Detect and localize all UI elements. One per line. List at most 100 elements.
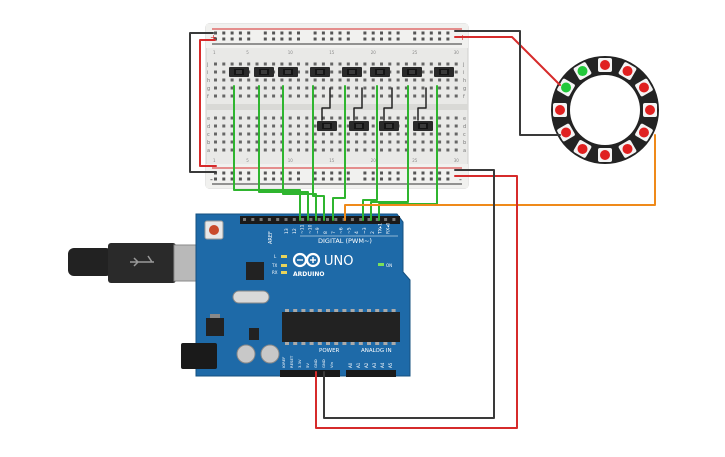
jumper-wire[interactable]: [417, 87, 427, 121]
pushbutton[interactable]: [349, 121, 369, 131]
arduino-gnd-wire[interactable]: [323, 169, 495, 419]
button-wire[interactable]: [282, 85, 317, 221]
hole: [421, 70, 425, 74]
row-letter: g: [207, 86, 210, 92]
bottom-rail-holes: [214, 171, 450, 181]
rail-hole: [263, 37, 267, 41]
rail-hole: [388, 171, 392, 175]
hole: [255, 86, 259, 90]
ring-power-wire[interactable]: [454, 36, 561, 86]
hole: [355, 86, 359, 90]
rail-hole: [429, 37, 433, 41]
pushbutton[interactable]: [342, 67, 362, 77]
arduino-5v-wire[interactable]: [315, 175, 518, 429]
hole: [380, 62, 383, 66]
pushbutton[interactable]: [413, 121, 433, 131]
jumper-wire[interactable]: [321, 87, 331, 121]
neopixel-led: [635, 123, 653, 142]
hole: [288, 148, 292, 152]
rail-hole: [429, 31, 433, 35]
jumper-wire[interactable]: [383, 87, 393, 121]
hole: [222, 78, 226, 82]
rail-hole: [330, 31, 334, 35]
hole: [446, 132, 450, 136]
header-pin: [326, 218, 329, 221]
neopixel-ring[interactable]: [551, 56, 659, 164]
header-pin: [392, 218, 396, 221]
hole: [413, 94, 417, 98]
hole: [288, 124, 292, 128]
hole: [363, 94, 367, 98]
rail-hole: [297, 31, 300, 35]
hole: [263, 148, 267, 152]
hole: [396, 70, 400, 74]
rail-hole: [288, 31, 292, 35]
analog-pin-label: A3: [372, 362, 377, 368]
power-rail-wire[interactable]: [199, 39, 217, 167]
hole: [222, 140, 226, 144]
hole: [272, 148, 276, 152]
button-wire[interactable]: [332, 85, 346, 221]
rail-hole: [238, 37, 242, 41]
pushbutton[interactable]: [229, 67, 249, 77]
hole: [313, 86, 317, 90]
digital-pin-label: ~3: [362, 227, 368, 234]
hole: [446, 86, 450, 90]
button-wire[interactable]: [312, 85, 325, 221]
rail-hole: [214, 177, 217, 181]
hole: [214, 124, 217, 128]
button-wire[interactable]: [362, 85, 378, 221]
hole: [429, 140, 433, 144]
rail-hole: [313, 177, 317, 181]
hole: [438, 86, 442, 90]
neopixel-led: [557, 123, 575, 142]
hole: [280, 78, 284, 82]
rail-hole: [230, 171, 234, 175]
hole: [280, 140, 284, 144]
hole: [230, 140, 234, 144]
ring-ground-wire[interactable]: [454, 30, 561, 136]
pushbutton[interactable]: [310, 67, 330, 77]
pushbutton[interactable]: [317, 121, 337, 131]
hole: [280, 148, 284, 152]
row-letter: d: [463, 124, 466, 130]
rail-hole: [363, 177, 367, 181]
hole: [454, 62, 458, 66]
ring-data-wire[interactable]: [344, 134, 656, 221]
hole: [355, 132, 359, 136]
rail-hole: [321, 171, 325, 175]
hole: [330, 148, 334, 152]
header-pin: [334, 218, 338, 221]
rail-hole: [421, 177, 425, 181]
hole: [247, 78, 251, 82]
pushbutton[interactable]: [379, 121, 399, 131]
analog-pin-label: A4: [380, 362, 385, 368]
jumper-wire[interactable]: [353, 87, 363, 121]
pushbutton[interactable]: [434, 67, 454, 77]
hole: [272, 78, 276, 82]
rail-hole: [238, 31, 242, 35]
button-wire[interactable]: [370, 85, 409, 221]
neopixel-led: [573, 62, 592, 80]
column-number: 25: [412, 158, 418, 163]
capacitor-1: [236, 344, 256, 364]
hole: [438, 78, 442, 82]
hole: [272, 62, 276, 66]
button-wire[interactable]: [233, 85, 301, 221]
pushbutton[interactable]: [370, 67, 390, 77]
rail-hole: [263, 171, 267, 175]
pushbutton[interactable]: [402, 67, 422, 77]
column-number: 15: [329, 50, 335, 55]
pushbutton[interactable]: [254, 67, 274, 77]
hole: [380, 78, 383, 82]
pushbutton[interactable]: [278, 67, 298, 77]
hole: [313, 62, 317, 66]
hole: [346, 78, 350, 82]
hole: [429, 86, 433, 90]
ground-rail-wire[interactable]: [189, 32, 217, 173]
hole: [446, 62, 450, 66]
hole: [288, 140, 292, 144]
